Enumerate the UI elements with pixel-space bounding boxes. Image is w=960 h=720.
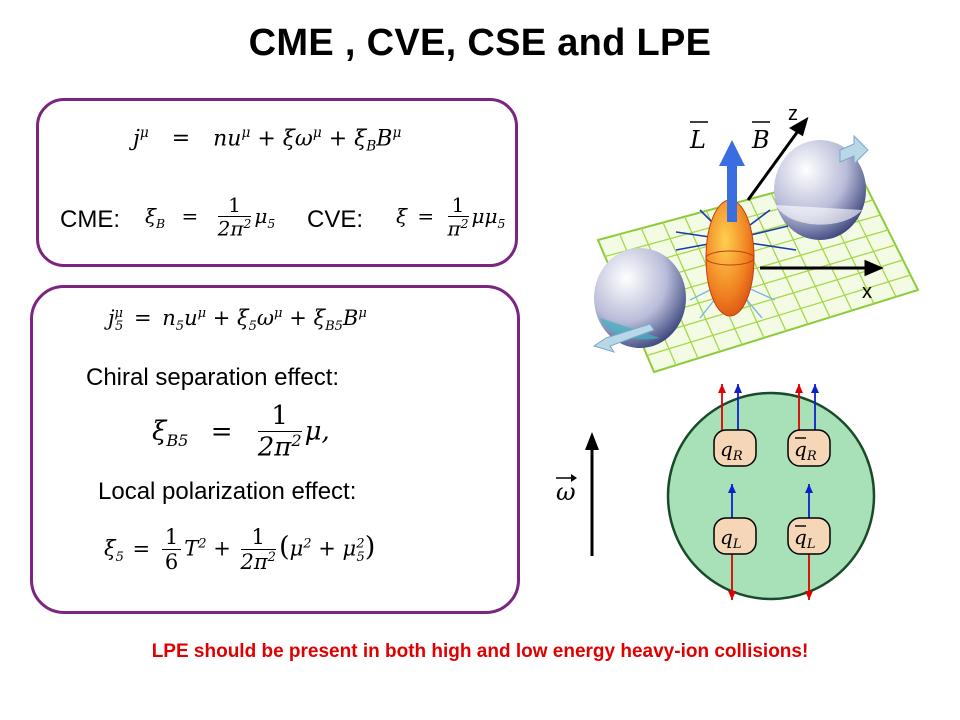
- slide-title: CME , CVE, CSE and LPE: [248, 22, 712, 64]
- left-nucleus: [594, 248, 686, 348]
- x-axis-label: x: [862, 281, 872, 303]
- quark-left: qL: [713, 517, 757, 555]
- cse-label: Chiral separation effect:: [86, 364, 340, 391]
- axes: [746, 116, 884, 277]
- conclusion-text: LPE should be present in both high and l…: [151, 641, 809, 662]
- lpe-label: Local polarization effect:: [98, 478, 357, 505]
- cve-label: CVE:: [307, 206, 364, 233]
- vector-current-box: [36, 98, 518, 267]
- qbarR-momentum-arrow-head: [795, 384, 803, 393]
- L-vector-label: L: [689, 126, 706, 154]
- qR-momentum-arrow-head: [718, 384, 726, 393]
- z-axis-label: z: [788, 103, 798, 125]
- antiquark-left: qL: [787, 517, 831, 555]
- B-vector-label: B: [751, 126, 770, 154]
- svg-text:qR: qR: [794, 437, 817, 464]
- svg-text:qL: qL: [720, 525, 741, 552]
- vector-current-equation: jμ = nuμ + ξωμ + ξBBμ: [133, 125, 402, 155]
- qbarL-spin-arrow-head: [805, 484, 813, 493]
- axial-current-equation: jμ5 = n5uμ + ξ5ωμ + ξB5Bμ: [108, 306, 367, 335]
- omega-label: ω: [556, 478, 576, 506]
- qL-spin-arrow-head: [728, 484, 736, 493]
- svg-text:qR: qR: [720, 437, 743, 464]
- qR-spin-arrow-head: [734, 384, 742, 393]
- cme-label: CME:: [60, 206, 120, 233]
- vorticity-arrow: [585, 432, 599, 556]
- axial-current-box: [30, 285, 520, 614]
- angular-momentum-arrow: [719, 140, 745, 222]
- qL-momentum-arrow-head: [728, 591, 736, 600]
- antiquark-right: qR: [787, 429, 831, 467]
- fluid-cell-disk: [666, 391, 876, 601]
- quark-right: qR: [713, 429, 757, 467]
- qbarL-momentum-arrow-head: [805, 591, 813, 600]
- qbarR-spin-arrow-head: [811, 384, 819, 393]
- svg-text:qL: qL: [794, 525, 815, 552]
